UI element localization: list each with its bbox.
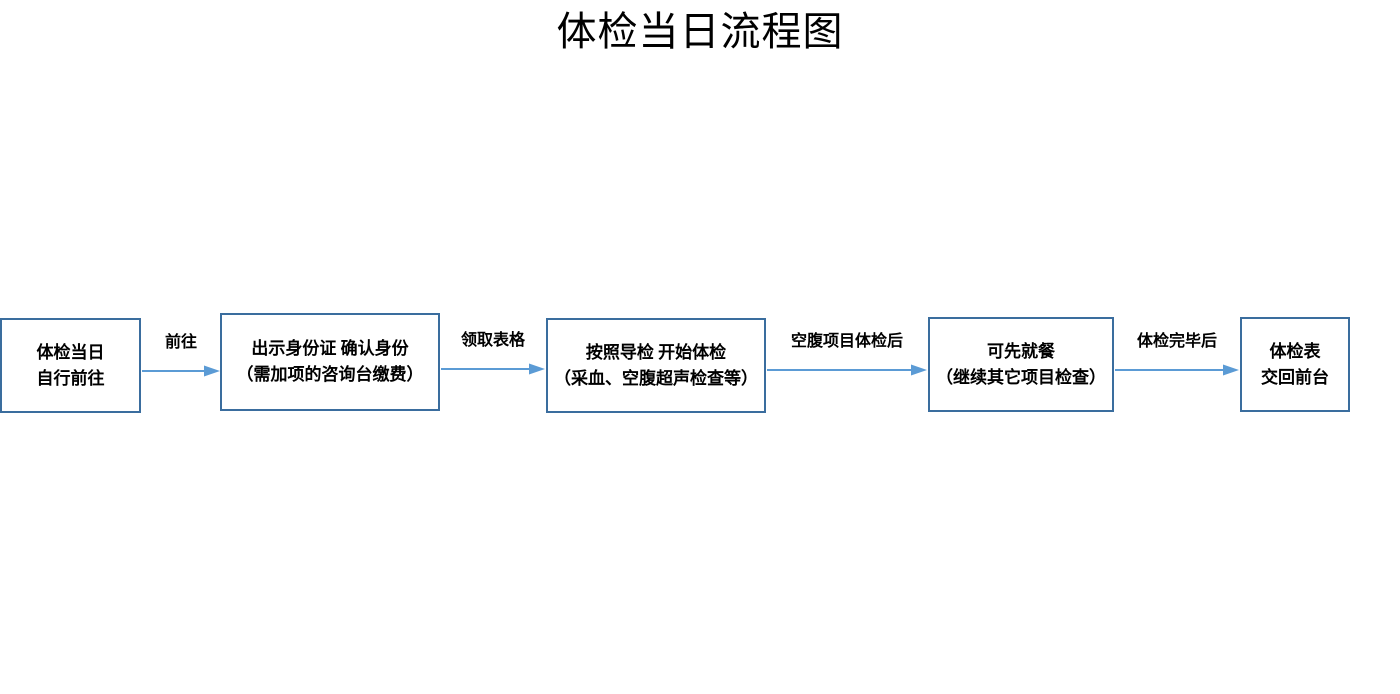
flow-box-4-line1: 可先就餐	[987, 341, 1055, 361]
flow-box-2[interactable]: 出示身份证 确认身份 （需加项的咨询台缴费）	[220, 313, 440, 411]
flow-box-5[interactable]: 体检表 交回前台	[1240, 317, 1350, 412]
flow-box-2-line1: 出示身份证 确认身份	[251, 339, 409, 358]
flow-box-1[interactable]: 体检当日 自行前往	[0, 318, 141, 413]
connector-2-label: 领取表格	[460, 332, 525, 349]
page-title: 体检当日流程图	[556, 9, 844, 54]
flow-box-2-line2: （需加项的咨询台缴费）	[236, 365, 424, 384]
flow-box-3-line2: （采血、空腹超声检查等）	[554, 368, 758, 388]
connector-2: 领取表格	[441, 330, 545, 376]
flow-box-3-line1: 按照导检 开始体检	[585, 342, 727, 362]
arrow-right-icon	[767, 364, 927, 376]
connector-3-label: 空腹项目体检后	[790, 333, 903, 350]
flow-box-3[interactable]: 按照导检 开始体检 （采血、空腹超声检查等）	[546, 318, 766, 413]
connector-4-label: 体检完毕后	[1136, 333, 1217, 350]
flow-box-4[interactable]: 可先就餐 （继续其它项目检查）	[928, 317, 1114, 412]
flow-box-1-line1: 体检当日	[36, 342, 105, 362]
flow-box-4-line2: （继续其它项目检查）	[936, 367, 1106, 387]
connector-1: 前往	[142, 332, 220, 378]
connector-1-label: 前往	[164, 334, 197, 351]
arrow-right-icon	[142, 365, 220, 377]
connector-3: 空腹项目体检后	[767, 331, 927, 377]
flow-box-1-line2: 自行前往	[36, 368, 105, 388]
arrow-right-icon	[1115, 364, 1239, 376]
flow-box-5-line1: 体检表	[1269, 341, 1321, 361]
arrow-right-icon	[441, 363, 545, 375]
connector-4: 体检完毕后	[1115, 331, 1239, 377]
flow-box-5-line2: 交回前台	[1261, 367, 1329, 387]
